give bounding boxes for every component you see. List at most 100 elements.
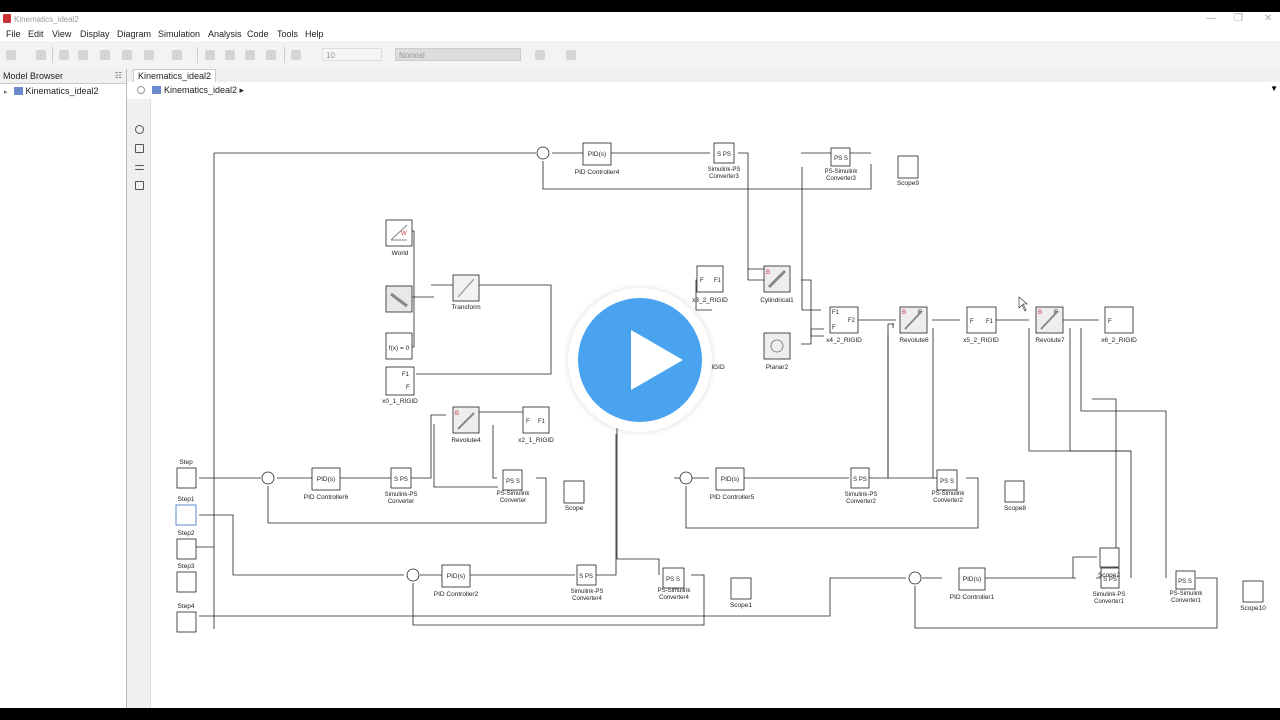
grid-icon[interactable]	[566, 50, 576, 60]
planar2-block[interactable]	[763, 332, 791, 360]
port-b-text: B	[902, 310, 906, 316]
new-model-icon[interactable]	[6, 50, 16, 60]
scope8-block[interactable]	[1004, 480, 1025, 503]
menu-view[interactable]: View	[52, 29, 72, 39]
annotation-icon[interactable]	[135, 181, 144, 190]
restore-icon[interactable]: ❐	[1234, 13, 1243, 24]
arrow-icon[interactable]	[135, 165, 144, 170]
menu-simulation[interactable]: Simulation	[158, 29, 201, 39]
revolute4-label: Revolute4	[451, 437, 481, 444]
zoom-icon[interactable]	[135, 125, 144, 134]
menu-display[interactable]: Display	[80, 29, 110, 39]
hide-browser-icon[interactable]	[137, 86, 145, 94]
ps-simulink-converter1-block[interactable]	[1175, 570, 1196, 590]
menu-tools[interactable]: Tools	[277, 29, 299, 39]
fx-block[interactable]	[385, 332, 413, 360]
scope2-block[interactable]	[1099, 547, 1120, 568]
video-play-button[interactable]	[568, 288, 712, 432]
step1-label: Step1	[178, 496, 195, 503]
pid-controller4-block[interactable]	[582, 142, 612, 166]
menu-file[interactable]: File	[6, 29, 21, 39]
sum-blocks	[261, 146, 922, 585]
menu-code[interactable]: Code	[247, 29, 269, 39]
menu-help[interactable]: Help	[305, 29, 324, 39]
record-icon[interactable]	[291, 50, 301, 60]
ps-simulink-converter2-block[interactable]	[936, 469, 958, 491]
menu-edit[interactable]: Edit	[28, 29, 44, 39]
ps-simulink-converter-block[interactable]	[502, 469, 523, 491]
port-f2-text: F2	[848, 318, 856, 324]
port-f-text: F	[526, 419, 530, 425]
x4-2-rigid-block[interactable]	[829, 306, 859, 334]
step-back-icon[interactable]	[205, 50, 215, 60]
x5-2-rigid-block[interactable]	[966, 306, 997, 334]
ps-simulink-converter3-block[interactable]	[830, 147, 851, 167]
port-f-text: F	[1108, 319, 1112, 325]
pid-controller1-block[interactable]	[958, 567, 986, 591]
step3-block[interactable]	[176, 571, 197, 593]
up-icon[interactable]	[100, 50, 110, 60]
stop-time-input[interactable]: 10	[322, 48, 382, 61]
step-forward-icon[interactable]	[245, 50, 255, 60]
sum-block[interactable]	[406, 568, 420, 582]
step-block[interactable]	[176, 467, 197, 489]
converter-icon-text: S PS S PS S PS S PS S PS PS S PS S PS S …	[394, 152, 1192, 585]
scope9-block[interactable]	[897, 155, 919, 179]
simulink-ps-converter3-block[interactable]	[713, 142, 735, 164]
save-icon[interactable]	[36, 50, 46, 60]
library-browser-icon[interactable]	[122, 50, 132, 60]
simulink-ps-converter4-block[interactable]	[576, 564, 597, 586]
model-config-icon[interactable]	[144, 50, 154, 60]
performance-advisor-icon[interactable]	[535, 50, 545, 60]
simulink-ps-converter1-block[interactable]	[1100, 567, 1120, 589]
address-dropdown-icon[interactable]: ▼	[1270, 84, 1278, 93]
port-f1-text: F1	[832, 310, 840, 316]
step1-block[interactable]	[175, 504, 197, 526]
scope1-block[interactable]	[730, 577, 752, 600]
simulink-ps-converter2-block[interactable]	[850, 467, 870, 489]
scope-block[interactable]	[563, 480, 585, 504]
model-explorer-icon[interactable]	[172, 50, 182, 60]
pid-controller2-block[interactable]	[441, 564, 471, 588]
x3-2-rigid-block[interactable]	[696, 265, 724, 293]
diagram-canvas[interactable]: Step Step1 Step2 Step3 Step4 PID(s) PID(…	[151, 99, 1280, 708]
play-circle	[578, 298, 702, 422]
sum-block[interactable]	[536, 146, 550, 160]
simulink-ps-converter-block[interactable]	[390, 467, 412, 489]
sum-block[interactable]	[908, 571, 922, 585]
forward-icon[interactable]	[78, 50, 88, 60]
sum-block[interactable]	[679, 471, 693, 485]
pid-controller5-block[interactable]	[715, 467, 745, 491]
tab-kinematics-ideal2[interactable]: Kinematics_ideal2	[133, 69, 217, 83]
x2-1-rigid-block[interactable]	[522, 406, 550, 434]
step2-block[interactable]	[176, 538, 197, 560]
breadcrumb-model[interactable]: Kinematics_ideal2	[164, 85, 238, 95]
x6-2-rigid-block[interactable]	[1104, 306, 1134, 334]
stop-icon[interactable]	[266, 50, 276, 60]
step4-block[interactable]	[176, 611, 197, 633]
application-window: Kinematics_ideal2 — ❐ ✕ File Edit View D…	[0, 12, 1280, 708]
expand-arrow-icon[interactable]: ▸	[4, 89, 8, 96]
minimize-icon[interactable]: —	[1206, 13, 1216, 24]
scope10-block[interactable]	[1242, 580, 1264, 603]
cylindrical-joint-icon	[767, 269, 787, 289]
breadcrumb[interactable]: Kinematics_ideal2 ▸	[164, 85, 245, 95]
x0-1-rigid-block[interactable]	[385, 366, 415, 396]
simulation-mode-select[interactable]: Normal	[395, 48, 521, 61]
panel-menu-icon[interactable]: ☷	[114, 71, 122, 80]
model-tree-root[interactable]: ▸Kinematics_ideal2	[4, 86, 99, 96]
scope1-label: Scope1	[730, 602, 752, 609]
sum-block[interactable]	[261, 471, 275, 485]
run-icon[interactable]	[225, 50, 235, 60]
close-icon[interactable]: ✕	[1264, 13, 1273, 24]
menu-analysis[interactable]: Analysis	[208, 29, 242, 39]
ps-simulink-converter4-block[interactable]	[662, 567, 685, 589]
port-f-text: F	[1054, 310, 1058, 316]
back-icon[interactable]	[59, 50, 69, 60]
menu-diagram[interactable]: Diagram	[117, 29, 152, 39]
pid-controller6-block[interactable]	[311, 467, 341, 491]
fit-to-view-icon[interactable]	[135, 144, 144, 153]
